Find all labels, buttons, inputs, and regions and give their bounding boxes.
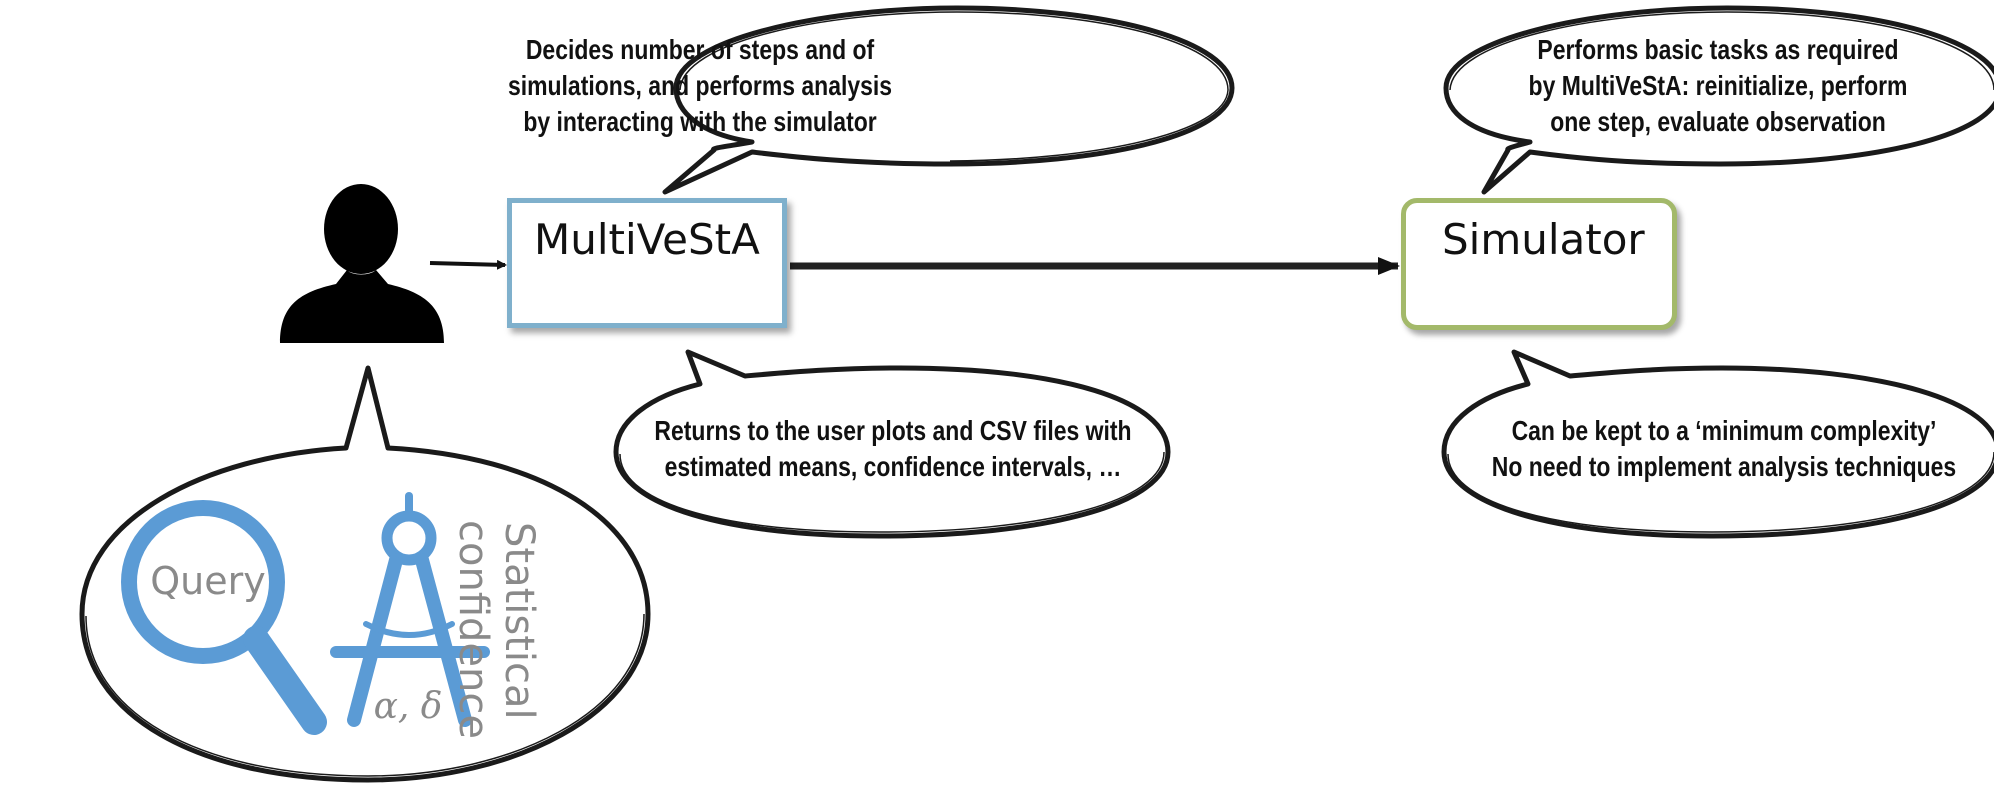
alpha-delta-label: α, δ <box>374 686 443 727</box>
bubble-multivesta-top <box>662 5 1235 195</box>
bubble-simulator-top <box>1443 5 1994 195</box>
bubble-line: by interacting with the simulator <box>523 106 877 137</box>
simulator-box: Simulator <box>1401 198 1677 330</box>
bubble-multivesta-bottom-text: Returns to the user plots and CSV files … <box>622 413 1163 485</box>
bubble-line: one step, evaluate observation <box>1550 106 1886 137</box>
multivesta-label: MultiVeStA <box>534 215 760 264</box>
compass-icon <box>330 492 490 727</box>
bubble-line: by MultiVeStA: reinitialize, perform <box>1528 70 1908 101</box>
bubble-simulator-bottom-text: Can be kept to a ‘minimum complexity’ No… <box>1453 413 1994 485</box>
bubble-line: simulations, and performs analysis <box>507 70 893 101</box>
bubble-line: Returns to the user plots and CSV files … <box>654 415 1132 446</box>
bubble-line: Performs basic tasks as required <box>1537 34 1899 65</box>
statistical-label: Statistical <box>496 522 542 720</box>
bubble-line: Can be kept to a ‘minimum complexity’ <box>1511 415 1937 446</box>
bubble-simulator-top-text: Performs basic tasks as required by Mult… <box>1488 32 1947 140</box>
bubble-simulator-bottom <box>1441 349 1994 539</box>
query-label: Query <box>150 559 265 603</box>
bubble-multivesta-top-text: Decides number of steps and of simulatio… <box>470 32 929 140</box>
bubble-line: estimated means, confidence intervals, … <box>664 451 1122 482</box>
magnifier-icon <box>121 500 327 735</box>
bubble-line: Decides number of steps and of <box>525 34 875 65</box>
user-to-multivesta-arrow <box>429 259 507 270</box>
simulator-label: Simulator <box>1442 215 1645 264</box>
bubble-multivesta-bottom <box>613 349 1171 539</box>
confidence-label: confidence <box>450 520 496 739</box>
user-silhouette-icon <box>280 184 444 343</box>
bubble-line: No need to implement analysis techniques <box>1491 451 1957 482</box>
multivesta-box: MultiVeStA <box>507 198 787 328</box>
bubble-user <box>79 365 651 783</box>
